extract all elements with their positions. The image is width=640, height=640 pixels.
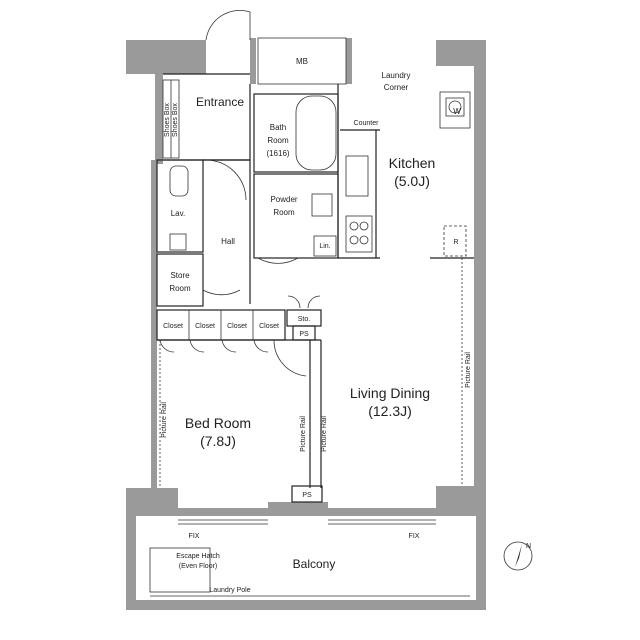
living-dining-label-2: (12.3J) <box>368 403 412 419</box>
store-label-2: Room <box>169 284 191 293</box>
bedroom-label-1: Bed Room <box>185 415 251 431</box>
escape-hatch-label-1: Escape Hatch <box>176 553 220 560</box>
closet-label-3: Closet <box>227 323 247 330</box>
washer-label: W <box>453 107 461 116</box>
fix-left-label: FIX <box>189 533 200 540</box>
kitchen-label-2: (5.0J) <box>394 173 430 189</box>
laundry-corner-label-2: Corner <box>384 83 409 92</box>
closet-label-2: Closet <box>195 323 215 330</box>
laundry-corner-label-1: Laundry <box>382 71 411 80</box>
living-dining-label-1: Living Dining <box>350 385 430 401</box>
powder-label-2: Room <box>273 208 295 217</box>
kitchen-label-1: Kitchen <box>389 155 436 171</box>
north-arrow-icon: N <box>503 541 533 571</box>
picture-rail-mid-label-2: Picture Rail <box>321 416 328 452</box>
ps-top-label: PS <box>299 331 309 338</box>
linen-label: Lin. <box>319 243 330 250</box>
shoes-box-label-2: Shoes Box <box>172 103 179 137</box>
picture-rail-right-label: Picture Rail <box>465 352 472 388</box>
fix-right-label: FIX <box>409 533 420 540</box>
balcony-label: Balcony <box>293 557 336 571</box>
north-label: N <box>526 543 531 550</box>
labels: MB Laundry Corner W Entrance Shoes Box S… <box>161 57 472 594</box>
hall-label: Hall <box>221 237 235 246</box>
mb-label: MB <box>296 57 308 66</box>
ps-bottom-label: PS <box>302 492 312 499</box>
bedroom-label-2: (7.8J) <box>200 433 236 449</box>
picture-rail-mid-label-1: Picture Rail <box>300 416 307 452</box>
counter-label: Counter <box>354 120 380 127</box>
shoes-box-label-1: Shoes Box <box>164 103 171 137</box>
bath-label-3: (1616) <box>266 149 289 158</box>
powder-label-1: Powder <box>270 195 297 204</box>
store-label-1: Store <box>170 271 190 280</box>
bath-label-1: Bath <box>270 123 286 132</box>
entrance-label: Entrance <box>196 95 244 109</box>
closet-label-1: Closet <box>163 323 183 330</box>
closet-label-4: Closet <box>259 323 279 330</box>
storage-label: Sto. <box>298 316 311 323</box>
lav-label: Lav. <box>171 209 186 218</box>
picture-rail-bed-label: Picture Rail <box>161 402 168 438</box>
laundry-pole-label: Laundry Pole <box>209 587 250 594</box>
structural-walls <box>126 38 486 610</box>
bath-label-2: Room <box>267 136 289 145</box>
escape-hatch-label-2: (Even Floor) <box>179 563 218 570</box>
interior-walls <box>149 10 474 597</box>
refrigerator-label: R <box>453 239 458 246</box>
